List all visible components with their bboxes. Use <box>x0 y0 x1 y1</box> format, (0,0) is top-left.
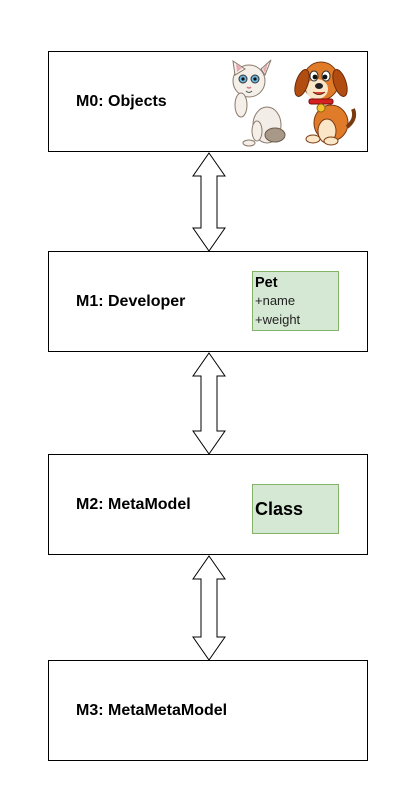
double-arrow-icon <box>192 152 226 252</box>
pet-class-box: Pet +name +weight <box>252 271 339 331</box>
pet-attr-name: +name <box>255 293 296 308</box>
layer-m1-label: M1: Developer <box>76 292 186 310</box>
layer-m3-box: M3: MetaMetaModel <box>48 660 368 761</box>
double-arrow-icon <box>192 555 226 661</box>
dog-icon <box>294 61 357 146</box>
pet-attr-weight: +weight <box>255 312 301 327</box>
layer-m2-label: M2: MetaModel <box>76 495 191 513</box>
layer-m2-box: M2: MetaModel Class <box>48 454 368 555</box>
pets-illustration <box>232 59 357 147</box>
cat-icon <box>232 59 286 147</box>
layer-m0-label: M0: Objects <box>76 92 167 110</box>
layer-m1-box: M1: Developer Pet +name +weight <box>48 251 368 352</box>
double-arrow-icon <box>192 352 226 455</box>
pet-class-title: Pet <box>255 275 278 291</box>
layer-m3-label: M3: MetaMetaModel <box>76 701 228 719</box>
layer-m0-box: M0: Objects <box>48 51 368 152</box>
class-box: Class <box>252 484 339 534</box>
